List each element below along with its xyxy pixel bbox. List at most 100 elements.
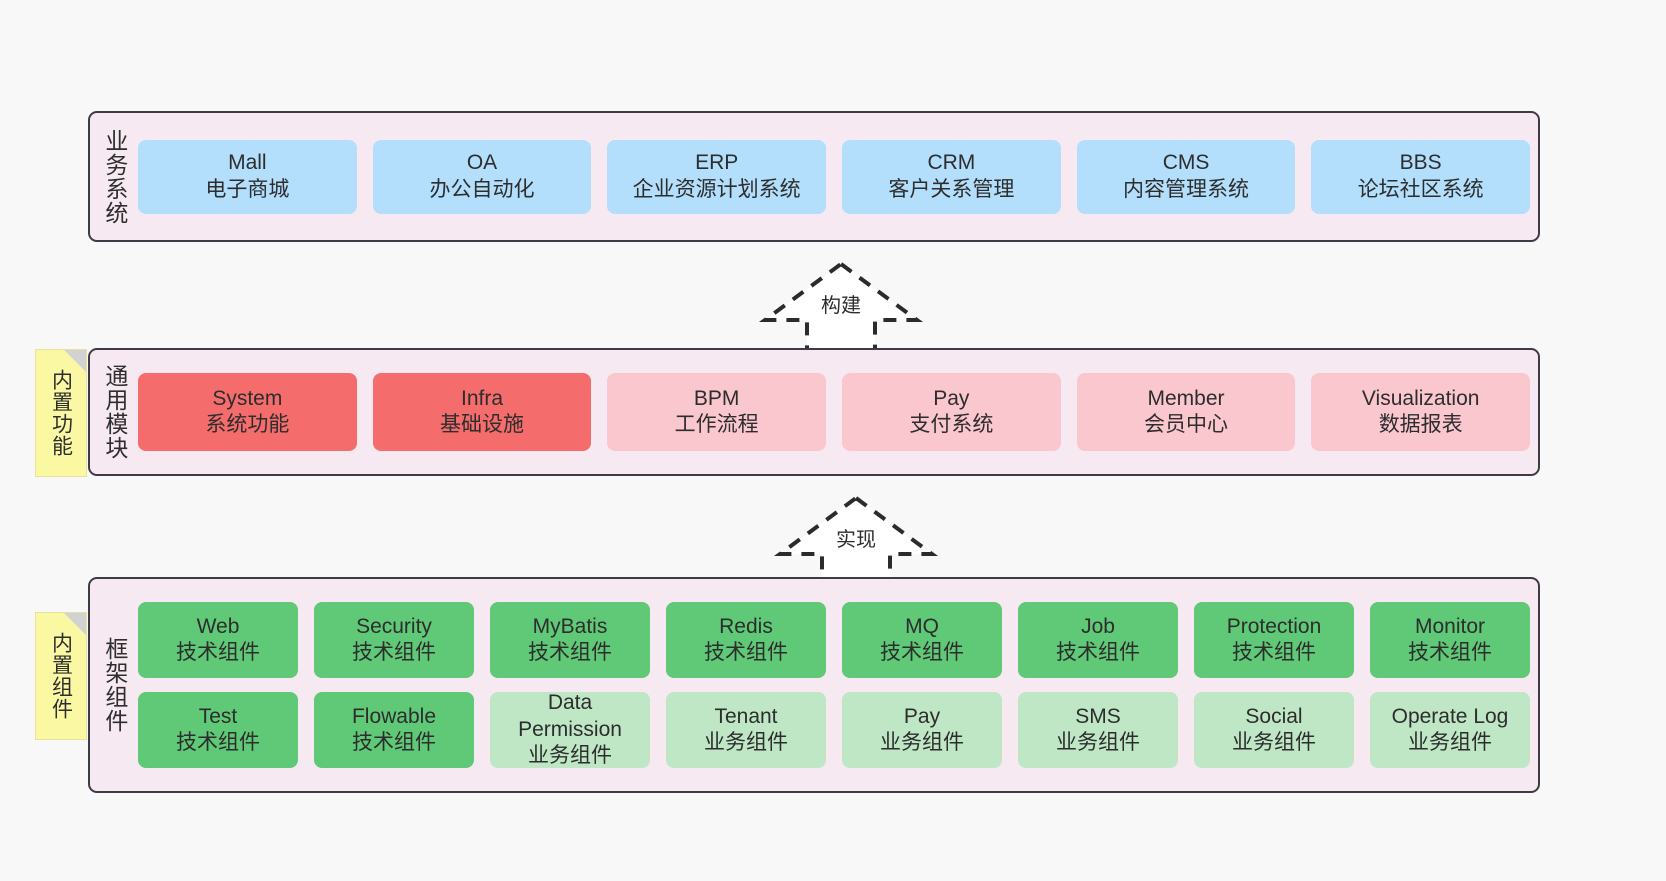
node-data-permission[interactable]: Data Permission 业务组件 — [490, 691, 650, 768]
node-subtitle: 业务组件 — [880, 731, 964, 754]
node-system[interactable]: System 系统功能 — [138, 373, 357, 451]
node-mall[interactable]: Mall 电子商城 — [138, 139, 357, 214]
node-subtitle: 技术组件 — [1232, 641, 1316, 664]
node-row: Mall 电子商城 OA 办公自动化 ERP 企业资源计划系统 CRM 客户关系… — [138, 139, 1531, 214]
node-title: Pay — [933, 386, 970, 410]
node-title: Test — [198, 704, 238, 728]
node-pay-component[interactable]: Pay 业务组件 — [842, 692, 1002, 768]
node-flowable[interactable]: Flowable 技术组件 — [314, 692, 474, 768]
node-title: MyBatis — [532, 614, 608, 638]
note-label: 内置功能 — [49, 369, 73, 457]
node-title: SMS — [1075, 704, 1121, 728]
node-subtitle: 会员中心 — [1144, 413, 1229, 436]
note-builtin-components[interactable]: 内置组件 — [35, 612, 87, 740]
node-sms[interactable]: SMS 业务组件 — [1018, 692, 1178, 768]
node-subtitle: 技术组件 — [704, 641, 788, 664]
node-title: Job — [1081, 614, 1115, 638]
layer-body-common-module: System 系统功能 Infra 基础设施 BPM 工作流程 Pay 支付系统… — [138, 350, 1538, 474]
node-web[interactable]: Web 技术组件 — [138, 602, 298, 678]
layer-body-business-system: Mall 电子商城 OA 办公自动化 ERP 企业资源计划系统 CRM 客户关系… — [138, 113, 1538, 240]
node-title: Flowable — [351, 704, 437, 728]
node-title: Member — [1147, 386, 1225, 410]
node-job[interactable]: Job 技术组件 — [1018, 602, 1178, 678]
note-label: 内置组件 — [49, 632, 73, 720]
node-title: BPM — [693, 386, 740, 410]
node-title: Visualization — [1361, 386, 1480, 410]
node-title: Mall — [228, 151, 267, 175]
node-title: Infra — [460, 386, 504, 410]
node-subtitle: 技术组件 — [176, 731, 260, 754]
node-title: OA — [466, 151, 498, 175]
node-pay[interactable]: Pay 支付系统 — [842, 373, 1061, 451]
node-visualization[interactable]: Visualization 数据报表 — [1311, 373, 1531, 451]
node-subtitle: 业务组件 — [1408, 731, 1492, 754]
node-protection[interactable]: Protection 技术组件 — [1194, 602, 1354, 678]
node-subtitle: 业务组件 — [1056, 731, 1140, 754]
node-row: Test 技术组件 Flowable 技术组件 Data Permission … — [138, 691, 1530, 768]
node-operate-log[interactable]: Operate Log 业务组件 — [1370, 692, 1530, 768]
node-title: System — [212, 386, 283, 410]
node-monitor[interactable]: Monitor 技术组件 — [1370, 602, 1530, 678]
layer-body-framework-component: Web 技术组件 Security 技术组件 MyBatis 技术组件 Redi… — [138, 579, 1538, 791]
node-title: Operate Log — [1391, 704, 1509, 728]
layer-title-common-module: 通用模块 — [101, 364, 128, 460]
node-title: BBS — [1399, 151, 1442, 175]
node-subtitle: 技术组件 — [176, 641, 260, 664]
layer-title-business-system: 业务系统 — [101, 128, 128, 225]
arrow-realize-icon — [773, 495, 939, 588]
layer-framework-component: 框架组件 Web 技术组件 Security 技术组件 MyBatis 技术组件… — [88, 577, 1540, 793]
node-subtitle: 技术组件 — [1056, 641, 1140, 664]
node-bbs[interactable]: BBS 论坛社区系统 — [1311, 139, 1531, 214]
node-cms[interactable]: CMS 内容管理系统 — [1076, 139, 1296, 214]
node-row: Web 技术组件 Security 技术组件 MyBatis 技术组件 Redi… — [138, 602, 1530, 678]
node-subtitle: 电子商城 — [205, 177, 290, 201]
node-subtitle: 技术组件 — [528, 641, 612, 664]
node-subtitle: 数据报表 — [1378, 413, 1463, 436]
node-title: ERP — [695, 151, 739, 175]
node-oa[interactable]: OA 办公自动化 — [372, 139, 592, 214]
node-redis[interactable]: Redis 技术组件 — [666, 602, 826, 678]
layer-common-module: 通用模块 System 系统功能 Infra 基础设施 BPM 工作流程 Pay… — [88, 348, 1540, 476]
node-mybatis[interactable]: MyBatis 技术组件 — [490, 602, 650, 678]
node-subtitle: 业务组件 — [704, 731, 788, 754]
node-subtitle: 技术组件 — [352, 641, 436, 664]
node-subtitle: 系统功能 — [205, 413, 290, 436]
node-infra[interactable]: Infra 基础设施 — [372, 373, 592, 451]
node-mq[interactable]: MQ 技术组件 — [842, 602, 1002, 678]
node-title: Protection — [1226, 614, 1322, 638]
node-erp[interactable]: ERP 企业资源计划系统 — [607, 139, 827, 214]
node-subtitle: 基础设施 — [440, 413, 524, 436]
note-builtin-features[interactable]: 内置功能 — [35, 349, 87, 477]
node-subtitle: 业务组件 — [528, 744, 612, 768]
node-subtitle: 技术组件 — [1408, 641, 1492, 664]
node-social[interactable]: Social 业务组件 — [1194, 692, 1354, 768]
node-title: Redis — [719, 614, 773, 638]
node-title: CMS — [1162, 151, 1210, 175]
node-security[interactable]: Security 技术组件 — [314, 602, 474, 678]
node-member[interactable]: Member 会员中心 — [1076, 373, 1296, 451]
node-subtitle: 企业资源计划系统 — [632, 177, 801, 201]
arrow-build: 构建 — [756, 258, 926, 354]
node-title: CRM — [927, 151, 976, 175]
node-title: Pay — [903, 704, 941, 728]
node-subtitle: 论坛社区系统 — [1357, 177, 1484, 201]
node-title: MQ — [905, 614, 939, 638]
arrow-build-icon — [758, 261, 924, 354]
node-bpm[interactable]: BPM 工作流程 — [607, 373, 827, 451]
node-test[interactable]: Test 技术组件 — [138, 692, 298, 768]
node-title: Social — [1245, 704, 1303, 728]
node-subtitle: 办公自动化 — [429, 177, 535, 201]
node-tenant[interactable]: Tenant 业务组件 — [666, 692, 826, 768]
node-title: Monitor — [1414, 614, 1486, 638]
note-fold-corner-icon — [64, 613, 86, 635]
node-subtitle: 内容管理系统 — [1123, 177, 1250, 201]
node-subtitle: 业务组件 — [1232, 731, 1316, 754]
layer-title-framework-component: 框架组件 — [101, 637, 128, 733]
node-title: Security — [356, 614, 432, 638]
node-subtitle: 工作流程 — [674, 413, 759, 436]
node-title: Tenant — [714, 704, 778, 728]
node-crm[interactable]: CRM 客户关系管理 — [842, 139, 1061, 214]
node-subtitle: 技术组件 — [352, 731, 436, 754]
node-title: Data Permission — [518, 691, 622, 741]
